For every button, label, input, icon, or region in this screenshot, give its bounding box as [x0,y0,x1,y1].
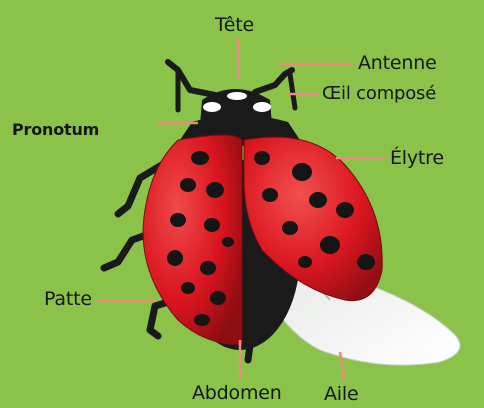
label-elytre: Élytre [390,147,444,169]
label-oeil-compose: Œil composé [322,83,436,105]
label-abdomen: Abdomen [192,382,282,404]
label-antenne: Antenne [358,52,437,74]
label-tete: Tête [215,14,254,36]
label-patte: Patte [44,288,92,310]
label-pronotum: Pronotum [12,119,99,141]
label-aile: Aile [324,383,358,405]
